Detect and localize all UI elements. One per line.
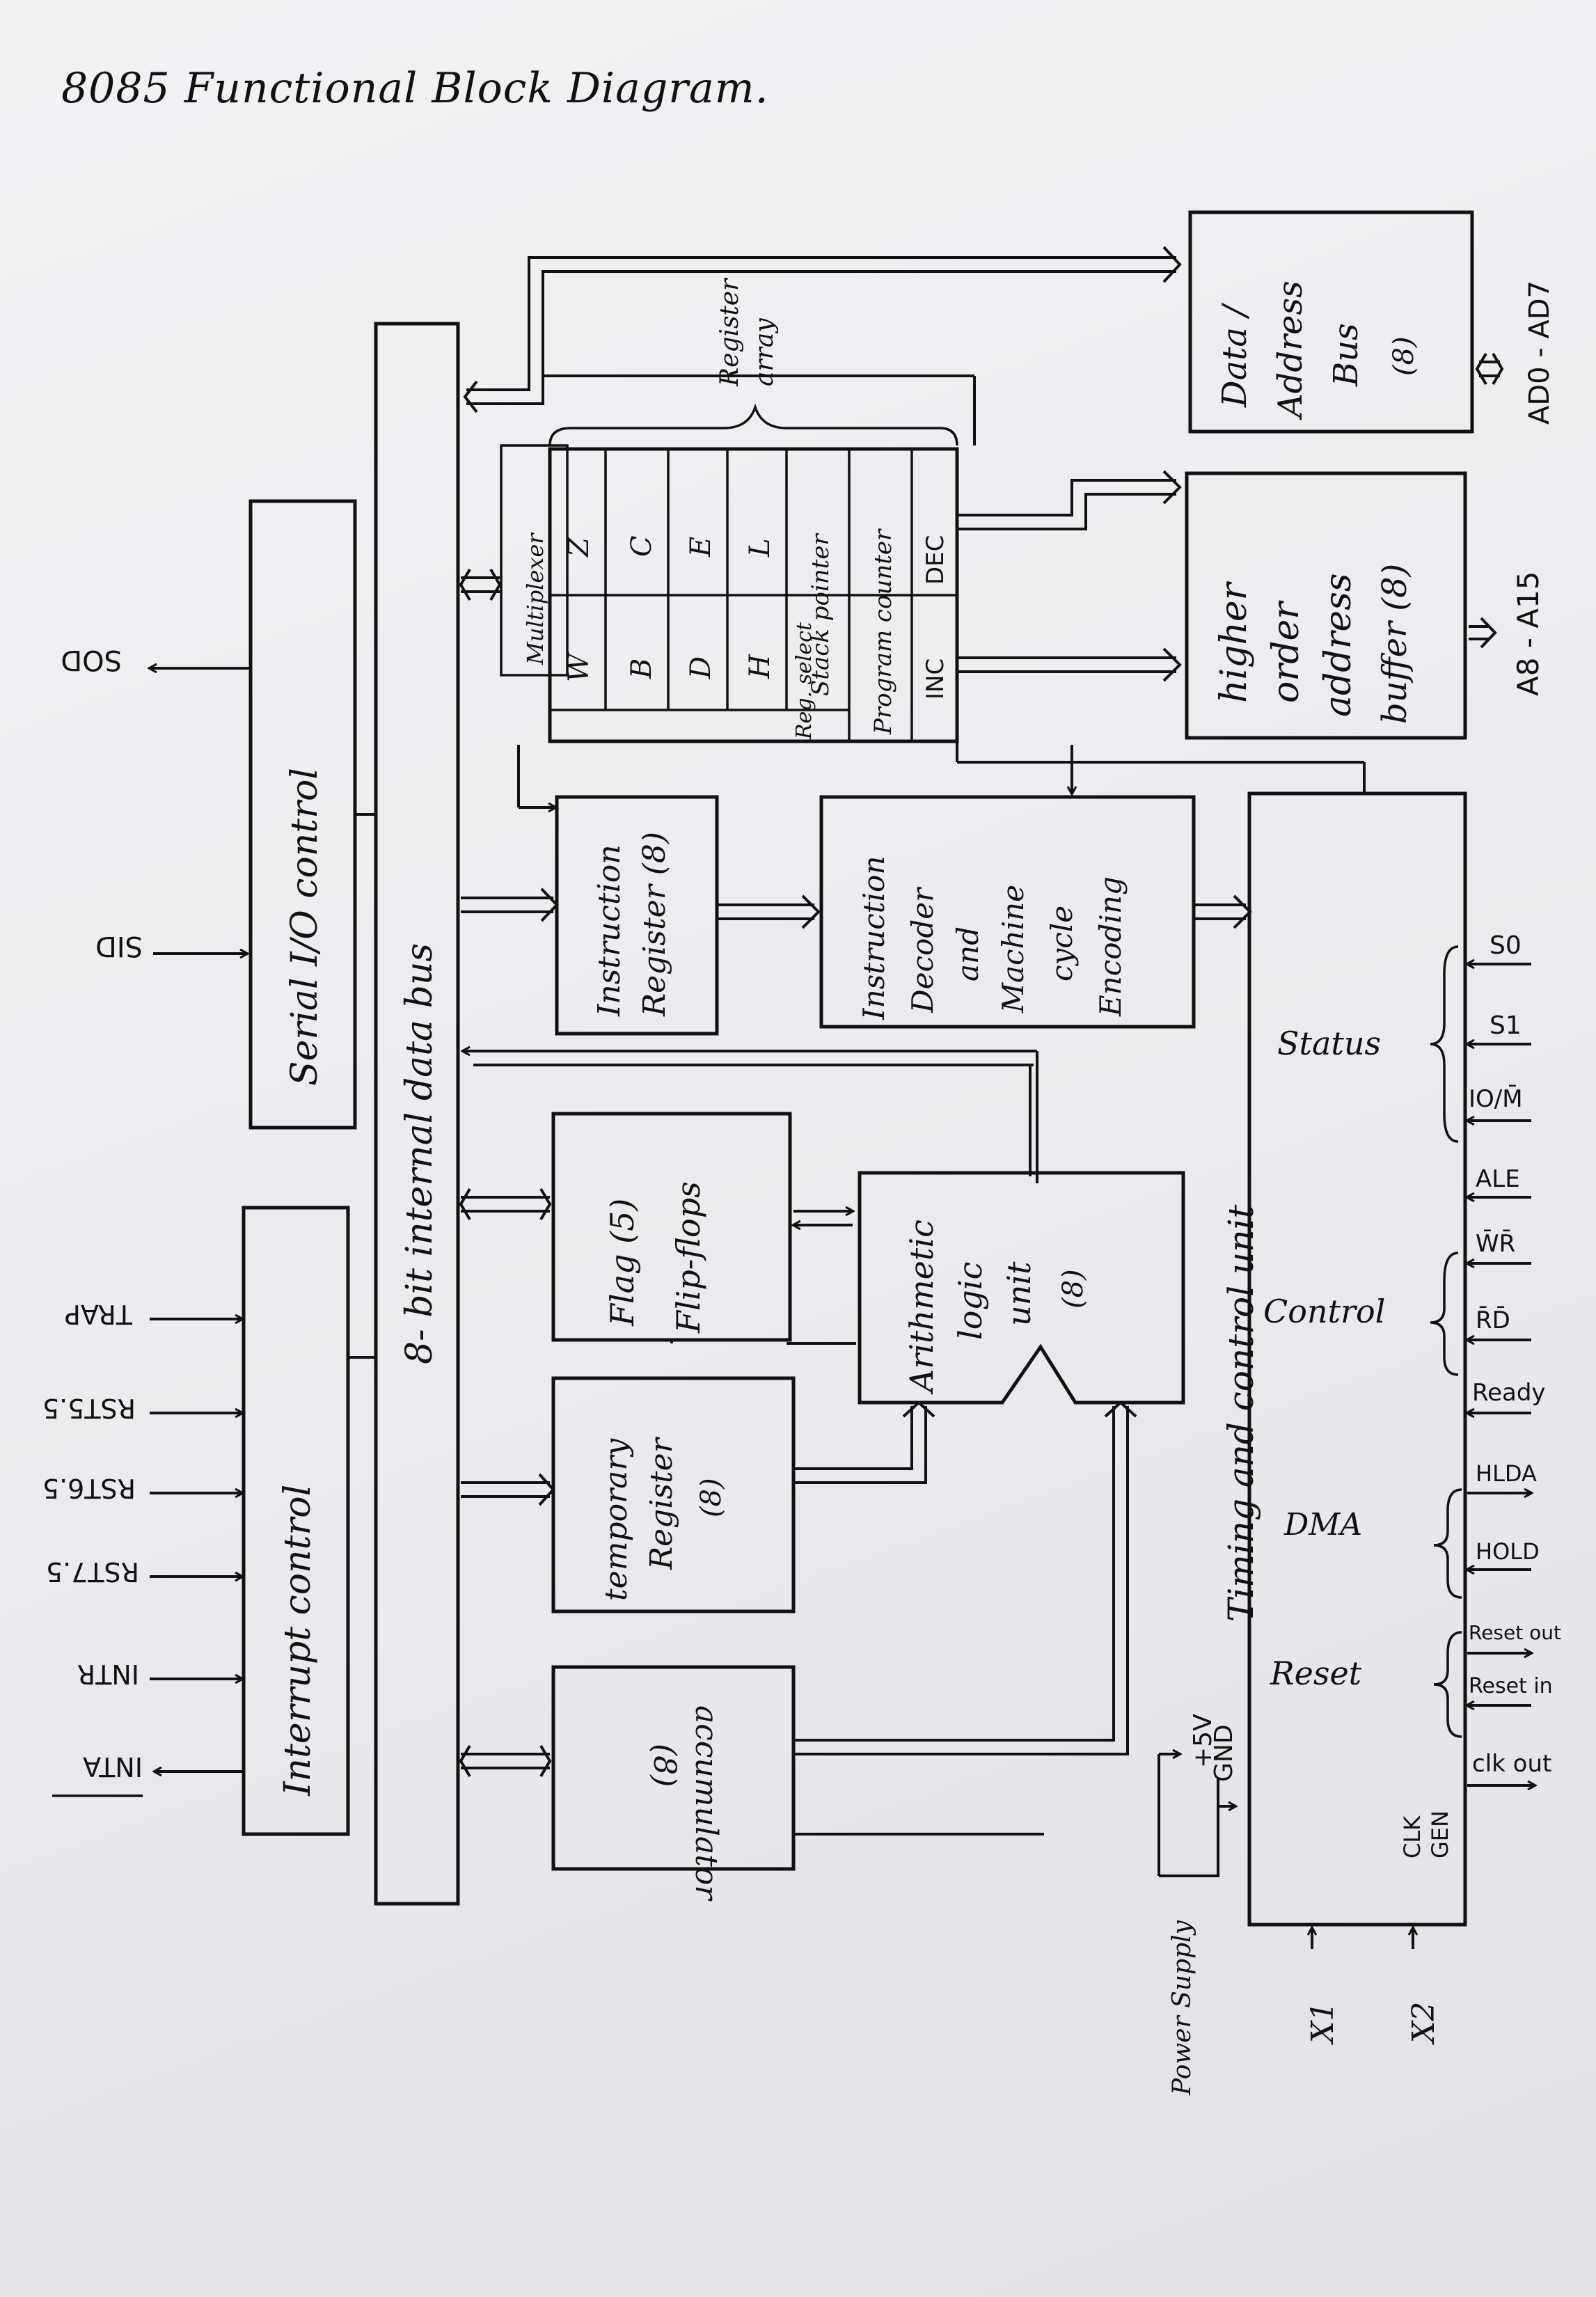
instruction-register	[555, 795, 719, 1036]
svg-text:accumulator: accumulator	[688, 1705, 724, 1902]
s0-label: S0	[1490, 931, 1522, 960]
internal-bus-label: 8- bit internal data bus	[399, 943, 441, 1364]
svg-text:Decoder: Decoder	[906, 886, 940, 1013]
multiplexer	[500, 444, 569, 677]
gnd-label: GND	[1210, 1724, 1238, 1782]
intr-label: INTR	[77, 1659, 139, 1689]
timing-control-label: Timing and control unit	[1221, 1204, 1261, 1622]
gen-label: GEN	[1427, 1810, 1453, 1858]
temporary-register	[551, 1376, 796, 1613]
clk-label: CLK	[1399, 1815, 1425, 1858]
svg-text:Encoding: Encoding	[1093, 876, 1128, 1017]
sod-label: SOD	[61, 644, 122, 676]
regs-to-data-address	[957, 479, 1176, 530]
svg-text:Register: Register	[644, 1436, 679, 1570]
multiplexer-label: Multiplexer	[522, 532, 548, 665]
svg-text:buffer (8): buffer (8)	[1375, 564, 1414, 724]
hold-label: HOLD	[1476, 1538, 1540, 1565]
interrupt-label: Interrupt control	[277, 1485, 319, 1797]
ready-label: Ready	[1472, 1379, 1546, 1407]
reg-e: E	[685, 537, 717, 558]
reg-w: W	[563, 652, 595, 682]
svg-text:Flag (5): Flag (5)	[603, 1199, 641, 1327]
power-supply-label: Power Supply	[1168, 1920, 1196, 2096]
s1-label: S1	[1490, 1011, 1522, 1040]
svg-text:Machine: Machine	[996, 885, 1030, 1013]
svg-text:higher: higher	[1213, 581, 1255, 703]
timing-control-unit	[1247, 791, 1467, 1927]
register-array-brace	[548, 403, 958, 446]
reg-dec: DEC	[922, 535, 949, 585]
serial-io-label: Serial I/O control	[284, 768, 326, 1086]
x2-label: X2	[1406, 2002, 1441, 2045]
reg-l: L	[744, 538, 776, 558]
instruction-decoder	[819, 795, 1196, 1029]
svg-text:temporary: temporary	[599, 1438, 634, 1601]
ad0-ad7-label: AD0 - AD7	[1524, 281, 1556, 425]
rd-label: R̄D̄	[1476, 1306, 1510, 1334]
reg-program-counter: Program counter	[869, 528, 897, 735]
svg-text:Flip-flops: Flip-flops	[670, 1181, 707, 1334]
page-title: 8085 Functional Block Diagram.	[61, 64, 769, 113]
sid-label: SID	[95, 930, 143, 962]
reg-d: D	[685, 656, 717, 679]
reset-in-label: Reset in	[1469, 1674, 1553, 1698]
svg-text:Instruction: Instruction	[592, 844, 627, 1017]
internal-data-bus	[374, 322, 460, 1906]
dma-label: DMA	[1283, 1507, 1362, 1542]
svg-text:Instruction: Instruction	[857, 856, 891, 1020]
bus-to-data-address	[466, 256, 1176, 405]
svg-text:Arithmetic: Arithmetic	[903, 1219, 940, 1395]
svg-text:Address: Address	[1271, 281, 1310, 420]
reg-c: C	[626, 535, 658, 557]
reg-z: Z	[563, 537, 595, 558]
alu	[858, 1171, 1185, 1405]
svg-text:Data /: Data /	[1215, 302, 1254, 408]
svg-text:logic: logic	[951, 1262, 989, 1340]
svg-text:cycle: cycle	[1045, 906, 1079, 981]
ale-label: ALE	[1476, 1165, 1520, 1193]
high-order-address-buffer	[1185, 471, 1467, 740]
svg-text:unit: unit	[1000, 1261, 1038, 1326]
plus5v-label: +5V	[1189, 1714, 1217, 1768]
data-address-bus	[1188, 210, 1474, 434]
svg-text:address: address	[1318, 573, 1359, 717]
reg-stack-pointer: Stack pointer	[807, 533, 835, 696]
reset-out-label: Reset out	[1469, 1621, 1561, 1644]
a8-a15-label: A8 - A15	[1511, 571, 1545, 696]
inta-label: INTA	[83, 1751, 143, 1782]
trap-label: TRAP	[65, 1299, 133, 1329]
reg-b: B	[626, 658, 658, 679]
interrupt-control	[242, 1206, 350, 1836]
rst75-label: RST7.5	[46, 1556, 139, 1587]
svg-text:and: and	[951, 926, 985, 981]
reg-select-label: Reg. select	[792, 622, 816, 740]
iom-label: IO/M̄	[1469, 1084, 1523, 1113]
rst65-label: RST6.5	[42, 1473, 136, 1503]
control-label: Control	[1263, 1293, 1385, 1330]
clk-out-label: clk out	[1472, 1750, 1551, 1778]
status-label: Status	[1277, 1025, 1381, 1062]
register-array-label-1: Register	[716, 278, 744, 387]
wr-label: W̄R̄	[1476, 1229, 1515, 1258]
hlda-label: HLDA	[1476, 1460, 1537, 1487]
svg-text:(8): (8)	[647, 1744, 682, 1787]
svg-text:Bus: Bus	[1327, 323, 1366, 387]
regs-to-high-buffer	[957, 656, 1176, 673]
svg-text:order: order	[1265, 600, 1307, 703]
svg-text:(8): (8)	[1057, 1269, 1089, 1309]
x1-label: X1	[1305, 2002, 1341, 2045]
reset-label: Reset	[1270, 1655, 1362, 1692]
svg-text:(8): (8)	[695, 1478, 727, 1517]
rst55-label: RST5.5	[42, 1393, 136, 1423]
svg-text:Register (8): Register (8)	[637, 832, 672, 1017]
reg-inc: INC	[922, 658, 949, 700]
reg-h: H	[744, 654, 776, 679]
accumulator	[551, 1665, 796, 1871]
svg-text:(8): (8)	[1388, 336, 1420, 376]
